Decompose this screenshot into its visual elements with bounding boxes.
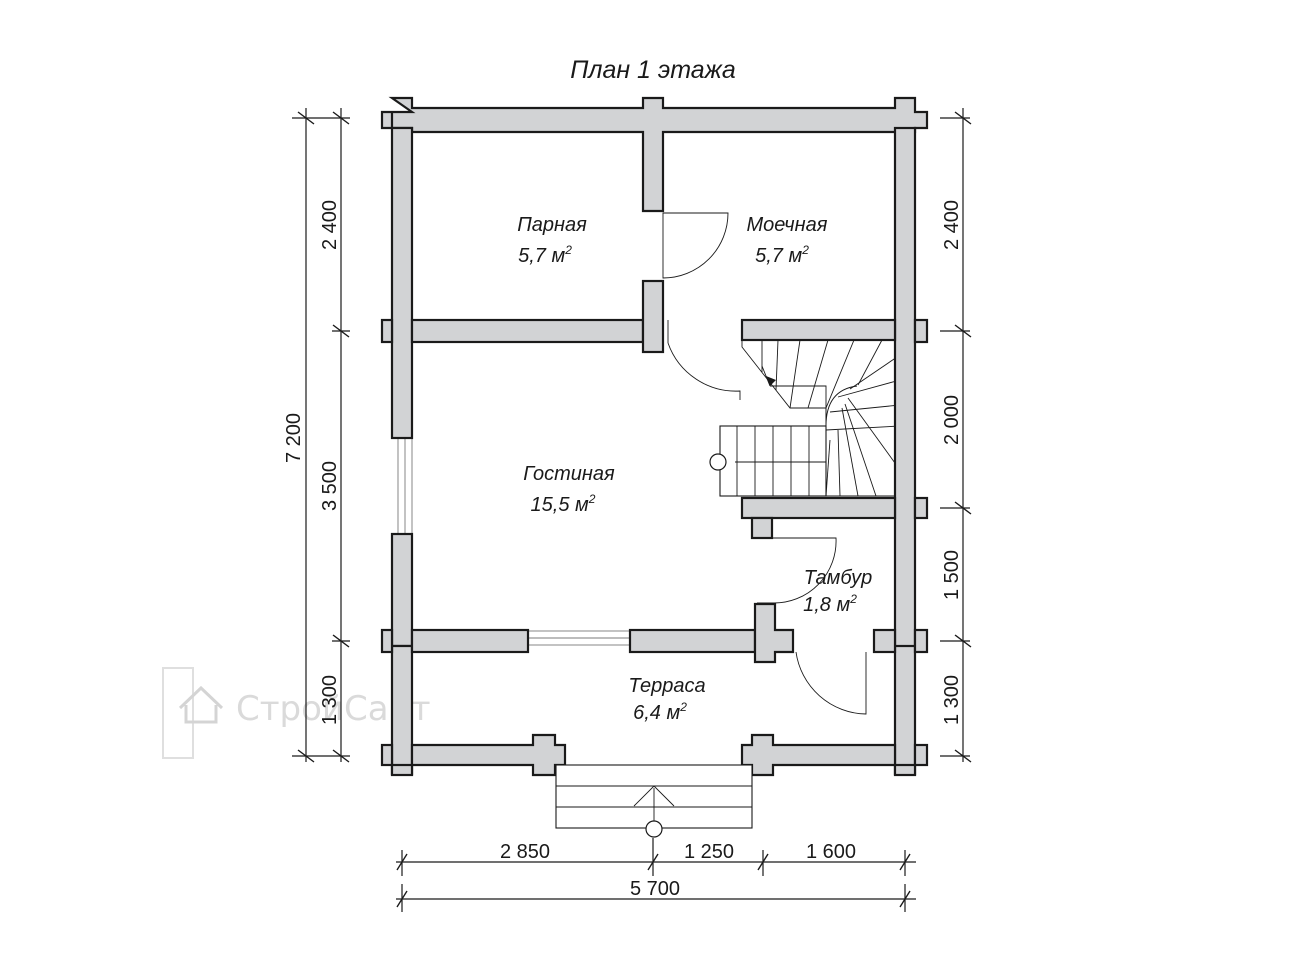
area-unit: м bbox=[836, 594, 850, 616]
log-end bbox=[913, 496, 929, 520]
room-name: Тамбур bbox=[804, 567, 873, 589]
door-living-moechnaya bbox=[667, 342, 741, 400]
dim-label: 1 600 bbox=[806, 841, 856, 863]
wall-top bbox=[380, 96, 929, 213]
dim-label: 5 700 bbox=[630, 878, 680, 900]
room-name: Гостиная bbox=[523, 463, 615, 485]
stair-start-circle-icon bbox=[709, 453, 727, 471]
wall-terrace-left bbox=[390, 644, 414, 776]
door-tambur-terrace bbox=[795, 651, 867, 715]
svg-text:5,7 м2: 5,7 м2 bbox=[755, 243, 809, 267]
area-exponent: 2 bbox=[564, 243, 572, 257]
room-label-gostinaya: Гостиная 15,5 м2 bbox=[523, 463, 615, 516]
dim-label: 2 400 bbox=[941, 200, 963, 250]
room-area: 15,5 bbox=[531, 494, 571, 516]
log-end bbox=[380, 318, 394, 344]
room-label-parnaya: Парная 5,7 м2 bbox=[517, 214, 587, 267]
log-end bbox=[913, 318, 929, 344]
area-unit: м bbox=[575, 494, 589, 516]
room-label-tambur: Тамбур 1,8 м2 bbox=[803, 567, 872, 616]
dim-right-parts: 2 400 2 000 1 500 1 300 bbox=[940, 108, 972, 763]
entrance-arrow-icon bbox=[633, 785, 675, 807]
room-area: 1,8 bbox=[803, 594, 831, 616]
walls bbox=[380, 96, 929, 777]
room-area: 6,4 bbox=[633, 702, 661, 724]
wall-terrace-bottom-right bbox=[740, 733, 897, 777]
dim-label: 1 300 bbox=[319, 675, 341, 725]
door-tambur-living bbox=[757, 537, 837, 604]
log-end bbox=[913, 628, 929, 654]
log-end bbox=[380, 743, 394, 767]
room-area: 5,7 bbox=[518, 245, 547, 267]
wall-partition-2 bbox=[740, 318, 897, 342]
stair-inner-curve bbox=[825, 385, 858, 427]
room-name: Парная bbox=[517, 214, 587, 236]
room-name: Моечная bbox=[747, 214, 828, 236]
log-end bbox=[893, 763, 917, 777]
dim-label: 1 300 bbox=[941, 675, 963, 725]
svg-text:1,8 м2: 1,8 м2 bbox=[803, 592, 857, 616]
dim-label: 7 200 bbox=[283, 413, 305, 463]
dim-label: 3 500 bbox=[319, 461, 341, 511]
svg-text:6,4 м2: 6,4 м2 bbox=[633, 700, 687, 724]
dim-left-total: 7 200 bbox=[283, 108, 350, 763]
wall-partition-3 bbox=[740, 496, 897, 520]
area-exponent: 2 bbox=[679, 700, 687, 714]
watermark-frame bbox=[162, 667, 194, 759]
log-end bbox=[913, 743, 929, 767]
wall-terrace-right bbox=[893, 644, 917, 776]
dim-left-parts: 2 400 3 500 1 300 bbox=[319, 108, 350, 763]
doors bbox=[662, 212, 867, 715]
wall-post-mid bbox=[641, 279, 665, 354]
wall-tambur-right bbox=[872, 628, 897, 654]
dim-label: 2 000 bbox=[941, 395, 963, 445]
house-icon bbox=[178, 685, 224, 724]
svg-text:15,5 м2: 15,5 м2 bbox=[531, 492, 596, 516]
dim-label: 2 400 bbox=[319, 200, 341, 250]
wall-partition-1 bbox=[410, 318, 645, 344]
wall-terrace-bottom-left bbox=[410, 733, 567, 777]
area-exponent: 2 bbox=[588, 492, 596, 506]
area-unit: м bbox=[666, 702, 680, 724]
wall-living-bottom-right bbox=[628, 628, 757, 654]
area-unit: м bbox=[551, 245, 565, 267]
staircase bbox=[709, 339, 901, 497]
wall-left-lower bbox=[390, 532, 414, 648]
room-area: 5,7 bbox=[755, 245, 784, 267]
area-exponent: 2 bbox=[801, 243, 809, 257]
entrance-circle-icon bbox=[645, 820, 663, 838]
entrance-steps bbox=[555, 764, 753, 838]
arrow-head-icon bbox=[766, 376, 776, 386]
wall-tambur-post bbox=[753, 602, 795, 664]
door-parnaya-moechnaya bbox=[662, 212, 729, 279]
plan-title: План 1 этажа bbox=[570, 56, 736, 84]
dim-label: 1 250 bbox=[684, 841, 734, 863]
room-name: Терраса bbox=[628, 675, 705, 697]
area-exponent: 2 bbox=[849, 592, 857, 606]
room-label-moechnaya: Моечная 5,7 м2 bbox=[747, 214, 828, 267]
log-end bbox=[380, 628, 394, 654]
dim-label: 1 500 bbox=[941, 550, 963, 600]
dim-bottom-total: 5 700 bbox=[396, 878, 916, 912]
log-end bbox=[390, 763, 414, 777]
wall-post-tambur bbox=[750, 516, 774, 540]
dim-label: 2 850 bbox=[500, 841, 550, 863]
wall-right bbox=[893, 126, 917, 650]
svg-text:5,7 м2: 5,7 м2 bbox=[518, 243, 572, 267]
wall-living-bottom-left bbox=[410, 628, 530, 654]
dim-bottom-parts: 2 850 1 250 1 600 bbox=[396, 838, 916, 876]
room-label-terrasa: Терраса 6,4 м2 bbox=[628, 675, 705, 724]
wall-left-upper bbox=[390, 126, 414, 440]
area-unit: м bbox=[788, 245, 802, 267]
